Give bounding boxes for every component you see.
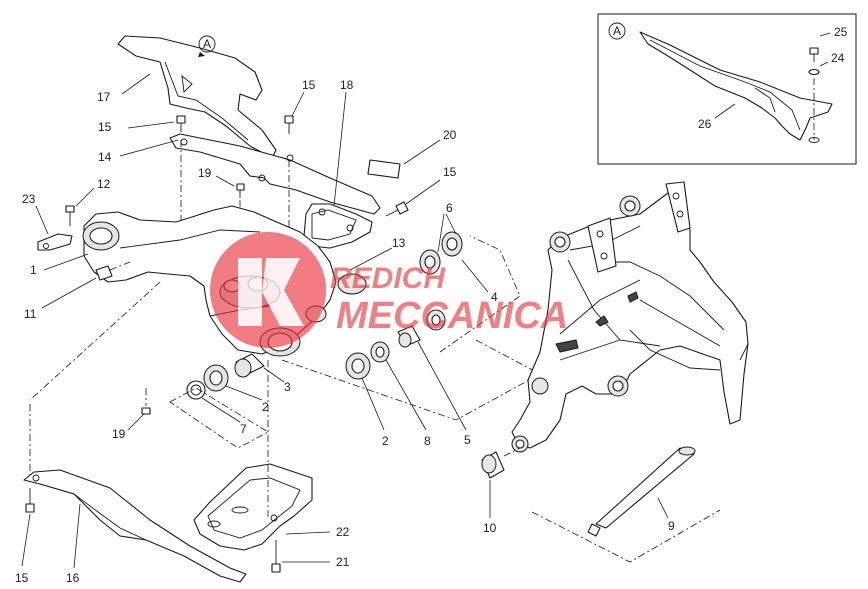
label-5: 5 bbox=[464, 433, 471, 447]
label-17: 17 bbox=[97, 90, 111, 104]
bushing-part-11 bbox=[95, 261, 131, 281]
bearing-part-2-a bbox=[203, 364, 229, 392]
label-15-c: 15 bbox=[443, 165, 457, 179]
label-25: 25 bbox=[834, 25, 848, 39]
inset-washer-seat bbox=[808, 137, 820, 143]
bushing-part-10 bbox=[481, 447, 521, 479]
chain-guard-part-17: A bbox=[117, 35, 277, 159]
label-2-b: 2 bbox=[382, 434, 389, 448]
bushing-part-3 bbox=[234, 353, 265, 378]
screw-part-21 bbox=[271, 540, 281, 573]
screw-part-19-b bbox=[141, 388, 151, 415]
callout-marker-letter: A bbox=[203, 37, 211, 51]
screw-part-19-a bbox=[236, 183, 245, 198]
chain-guard-part-26 bbox=[639, 31, 833, 141]
label-23: 23 bbox=[22, 192, 36, 206]
label-16: 16 bbox=[66, 571, 80, 585]
assembly-line-lower bbox=[281, 339, 541, 421]
label-22: 22 bbox=[336, 525, 350, 539]
chain-guard-rib bbox=[649, 39, 801, 131]
shaft-assembly-line bbox=[531, 509, 721, 563]
label-10: 10 bbox=[483, 521, 497, 535]
label-21: 21 bbox=[336, 555, 350, 569]
label-4: 4 bbox=[491, 290, 498, 304]
bolt-part-12 bbox=[65, 205, 75, 226]
label-8: 8 bbox=[424, 434, 431, 448]
label-6: 6 bbox=[446, 201, 453, 215]
rail-part-16 bbox=[23, 469, 247, 583]
screw-part-15-a bbox=[176, 115, 186, 132]
label-3: 3 bbox=[284, 380, 291, 394]
label-12: 12 bbox=[97, 177, 111, 191]
label-19-b: 19 bbox=[112, 427, 126, 441]
pin-part-5 bbox=[397, 325, 421, 348]
screw-part-15-b bbox=[284, 115, 294, 134]
label-2-a: 2 bbox=[262, 400, 269, 414]
label-20: 20 bbox=[443, 128, 457, 142]
label-14: 14 bbox=[98, 150, 112, 164]
inset-detail-a: A 25 24 26 bbox=[597, 13, 857, 165]
inset-marker-circle bbox=[608, 22, 626, 40]
shaft-part-9 bbox=[587, 446, 696, 537]
watermark-text-line2: MECCANICA bbox=[336, 295, 568, 337]
label-15-d: 15 bbox=[15, 571, 29, 585]
label-7: 7 bbox=[240, 422, 247, 436]
seal-part-8 bbox=[370, 341, 390, 363]
label-15-a: 15 bbox=[98, 120, 112, 134]
bearing-part-2-b bbox=[345, 352, 371, 380]
label-18: 18 bbox=[340, 78, 354, 92]
screw-part-15-d bbox=[25, 488, 35, 513]
label-19-a: 19 bbox=[198, 166, 212, 180]
frame-structure bbox=[511, 181, 749, 453]
guard-part-22 bbox=[193, 463, 313, 551]
label-13: 13 bbox=[392, 236, 406, 250]
chain-guard-detail bbox=[754, 87, 776, 113]
cover-part-18 bbox=[303, 203, 373, 249]
bracket-part-23 bbox=[37, 233, 73, 251]
label-9: 9 bbox=[668, 519, 675, 533]
bearing-part-6-a bbox=[419, 249, 441, 275]
bearing-part-6-b bbox=[441, 231, 463, 257]
watermark-text-line1: REDICH bbox=[330, 262, 446, 295]
spacer-part-4 bbox=[426, 309, 446, 331]
callout-marker-circle bbox=[198, 35, 216, 53]
inset-marker-letter: A bbox=[613, 24, 621, 38]
screw-part-25 bbox=[809, 47, 819, 62]
assembly-line-upper bbox=[439, 235, 521, 353]
label-24: 24 bbox=[831, 51, 845, 65]
screw-part-15-c bbox=[385, 201, 409, 217]
label-11: 11 bbox=[24, 307, 37, 321]
seal-part-7 bbox=[186, 380, 206, 400]
label-26: 26 bbox=[698, 117, 712, 131]
watermark-logo: REDICH MECCANICA bbox=[210, 232, 568, 348]
decal-part-20 bbox=[367, 159, 401, 179]
label-1: 1 bbox=[30, 263, 37, 277]
label-15-b: 15 bbox=[302, 78, 316, 92]
plate-part-14 bbox=[169, 133, 381, 215]
washer-part-24 bbox=[808, 68, 820, 76]
